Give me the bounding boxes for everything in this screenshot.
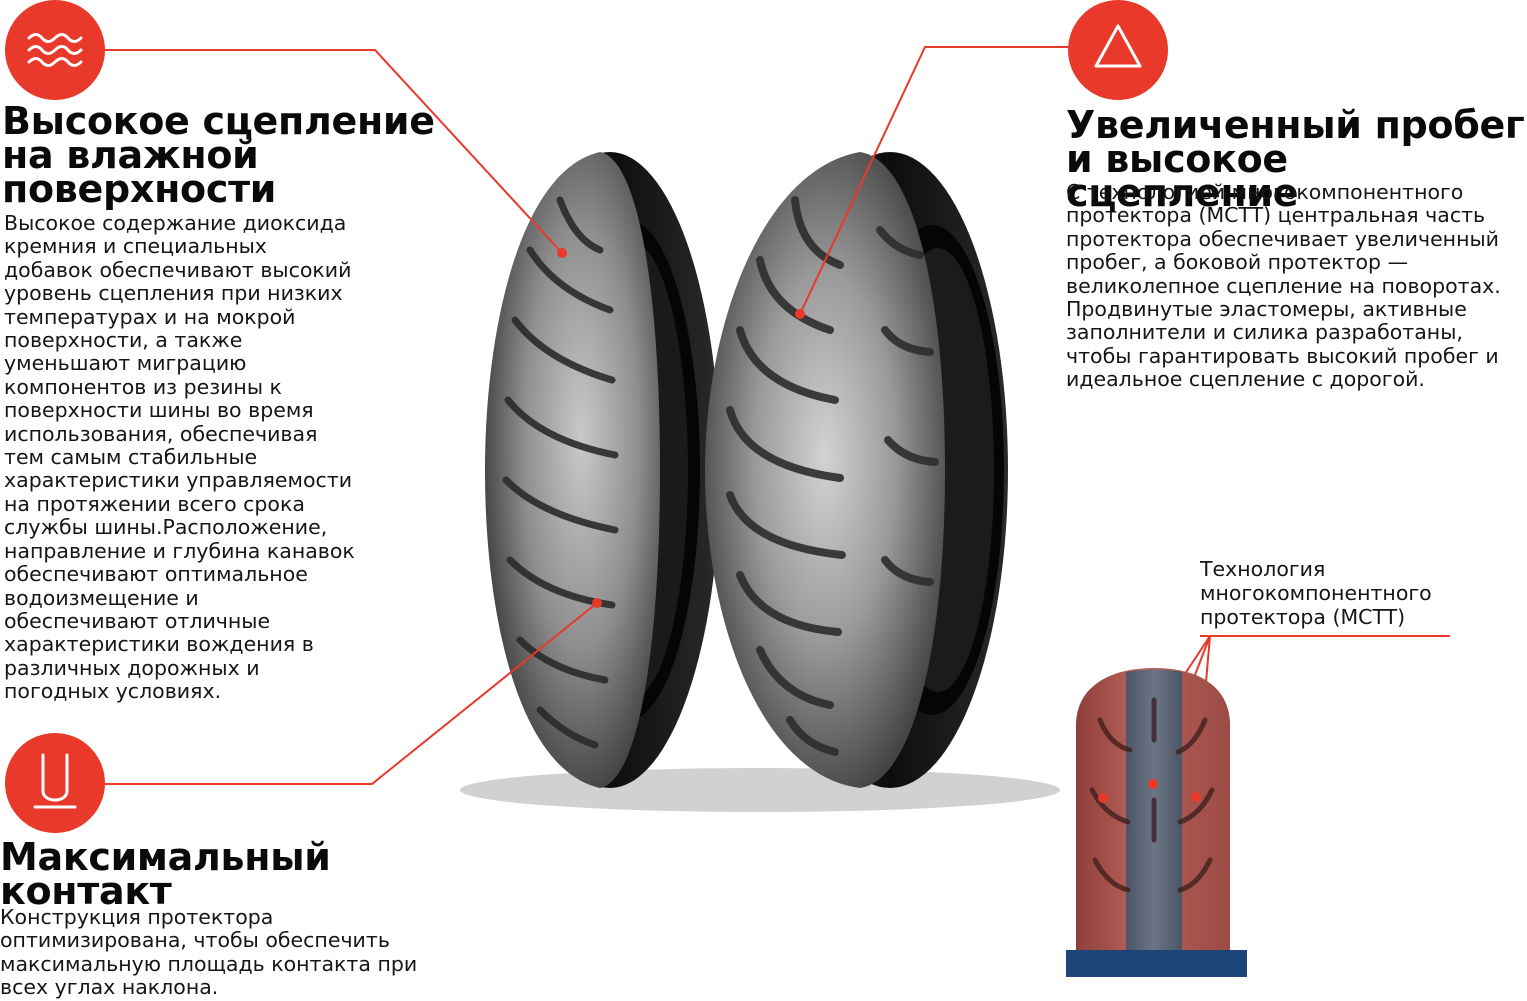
wet-grip-title-line: на влажной [2,133,259,177]
text-line: максимальную площадь контакта при [0,951,418,976]
text-line: на протяжении всего срока [4,491,305,516]
mileage-badge [1068,0,1168,100]
text-line: протектора обеспечивает увеличенный [1066,226,1499,251]
wet-grip-title-line: поверхности [2,167,277,211]
rear-tire [705,152,1008,788]
callout-dot-wet-grip [557,248,567,258]
text-line: уменьшают миграцию [4,351,247,376]
contact-title: Максимальный контакт [0,835,440,913]
text-line: оптимизирована, чтобы обеспечить [0,928,390,953]
callout-line-mileage [799,46,1070,315]
contact-title-line: контакт [0,869,172,913]
text-line: компонентов из резины к [4,374,282,399]
mileage-title: Увеличенный пробег и высокое сцепление [1066,103,1526,215]
text-line: характеристики управляемости [4,468,353,493]
front-tire [485,152,720,788]
triangle-icon [1094,24,1142,68]
text-line: чтобы гарантировать высокий пробег и [1066,343,1499,368]
text-line: водоизмещение и [4,585,199,610]
wet-grip-description: Высокое содержание диоксида кремния и сп… [4,211,424,704]
text-line: всех углах наклона. [0,975,219,1000]
text-line: использования, обеспечивая [4,421,318,446]
contact-title-line: Максимальный [0,835,331,879]
callout-dot-contact [592,598,602,608]
callout-line-wet-grip [104,49,563,254]
wet-grip-badge [5,0,105,100]
text-line: заполнители и силика разработаны, [1066,320,1463,345]
text-line: уровень сцепления при низких [4,281,343,306]
text-line: Продвинутые эластомеры, активные [1066,297,1467,322]
mctt-base-bar [1066,950,1247,977]
text-line: протектора (MCTT) центральная часть [1066,203,1486,228]
mileage-title-line: Увеличенный пробег [1066,103,1525,147]
text-line: пробег, а боковой протектор — [1066,250,1409,275]
text-line: многокомпонентного [1200,581,1432,605]
text-line: протектора (MCTT) [1200,605,1406,629]
floor-shadow [460,768,1060,812]
text-line: кремния и специальных [4,234,267,259]
text-line: направление и глубина канавок [4,538,355,563]
mileage-title-line: и высокое сцепление [1066,137,1299,215]
contact-description: Конструкция протектора оптимизирована, ч… [0,905,450,1000]
text-line: обеспечивают оптимальное [4,562,308,587]
text-line: добавок обеспечивают высокий [4,257,352,282]
text-line: поверхности, а также [4,328,243,353]
waves-icon [27,33,83,67]
text-line: поверхности шины во время [4,398,314,423]
mileage-description: С технологией многокомпонентного протект… [1066,180,1526,392]
text-line: обеспечивают отличные [4,608,271,633]
text-line: идеальное сцепление с дорогой. [1066,367,1425,392]
wet-grip-title: Высокое сцепление на влажной поверхности [2,99,482,211]
mctt-label: Технология многокомпонентного протектора… [1200,557,1500,629]
text-line: Конструкция протектора [0,905,274,929]
text-line: характеристики вождения в [4,632,314,657]
text-line: службы шины.Расположение, [4,515,328,540]
text-line: различных дорожных и [4,655,260,680]
text-line: температурах и на мокрой [4,304,296,329]
tire-contact-icon [33,753,77,809]
wet-grip-title-line: Высокое сцепление [2,99,435,143]
text-line: Высокое содержание диоксида [4,211,347,235]
text-line: великолепное сцепление на поворотах. [1066,273,1501,298]
callout-line-contact [103,602,598,785]
text-line: погодных условиях. [4,679,222,704]
text-line: Технология [1200,557,1326,581]
text-line: тем самым стабильные [4,445,258,470]
mctt-cross-section [1066,668,1247,977]
contact-badge [5,733,105,833]
text-line: С технологией многокомпонентного [1066,180,1464,204]
callout-dot-mileage [795,309,805,319]
